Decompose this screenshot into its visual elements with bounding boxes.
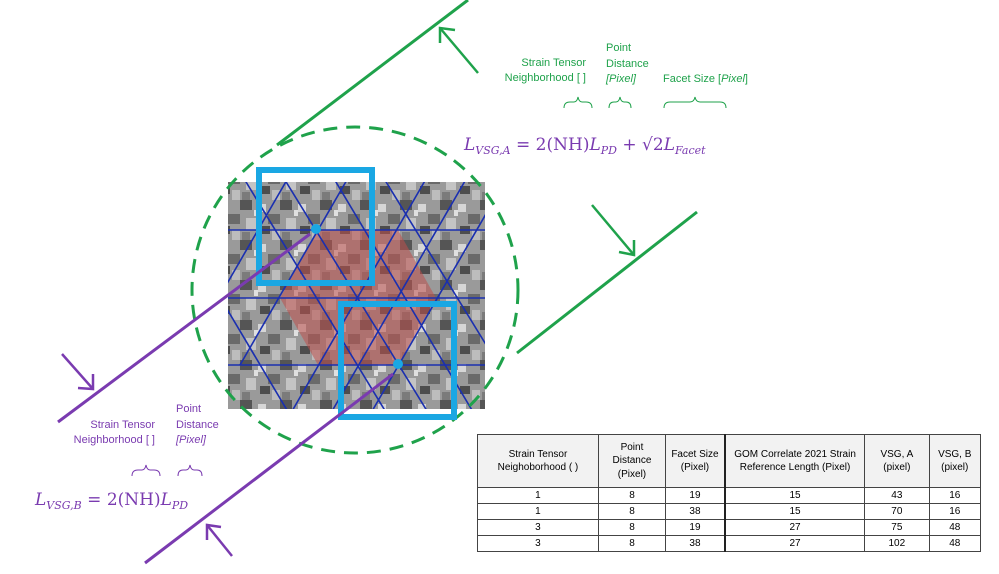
- cell-point-distance: 8: [597, 535, 667, 552]
- cell-vsg-a: 70: [864, 503, 930, 520]
- braces-b: [131, 464, 203, 477]
- cell-gom-reference-length: 27: [723, 519, 866, 536]
- table-row: 1 8 19 15 43 16: [477, 487, 981, 504]
- vsg-a-dimension-line-top: [276, 0, 469, 147]
- cell-facet-size: 38: [665, 503, 726, 520]
- cell-vsg-a: 43: [864, 487, 930, 504]
- label-b-pd-line3: [Pixel]: [175, 434, 207, 446]
- green-arrow-bottom: [591, 204, 636, 257]
- vsg-a-dimension-line-bottom: [516, 210, 698, 355]
- table-row: 3 8 19 27 75 48: [477, 519, 981, 536]
- cell-facet-size: 19: [665, 487, 726, 504]
- table-row: 1 8 38 15 70 16: [477, 503, 981, 520]
- cell-facet-size: 19: [665, 519, 726, 536]
- cell-vsg-b: 16: [928, 503, 981, 520]
- label-a-pd-line3: [Pixel]: [605, 73, 637, 85]
- vsg-b-dimension-line-bottom: [144, 372, 394, 565]
- vsg-dashed-circle: [190, 125, 520, 455]
- equation-vsg-a: LVSG,A = 2(NH)LPD + √2LFacet: [463, 135, 706, 157]
- label-a-pd-line2: Distance: [606, 58, 649, 70]
- cell-facet-size: 38: [665, 535, 726, 552]
- cell-vsg-b: 48: [928, 535, 981, 552]
- table-row: 3 8 38 27 102 48: [477, 535, 981, 552]
- label-b-pd-line1: Point: [176, 403, 201, 415]
- label-a-pd-line1: Point: [606, 42, 631, 54]
- cell-point-distance: 8: [597, 487, 667, 504]
- label-b-pd-line2: Distance: [176, 419, 219, 431]
- label-a-nh-line2: Neighborhood [ ]: [505, 72, 586, 84]
- cell-vsg-b: 48: [928, 519, 981, 536]
- cell-vsg-a: 102: [864, 535, 930, 552]
- cell-gom-reference-length: 15: [723, 503, 866, 520]
- header-vsg-a: VSG, A(pixel): [864, 434, 930, 488]
- purple-arrow-top: [61, 353, 95, 391]
- cell-vsg-b: 16: [928, 487, 981, 504]
- cell-point-distance: 8: [597, 503, 667, 520]
- facet-center-dot-top: [311, 224, 321, 234]
- facet-square-bottom: [338, 301, 457, 420]
- cell-nh: 3: [477, 519, 599, 536]
- cell-gom-reference-length: 15: [723, 487, 866, 504]
- cell-gom-reference-length: 27: [723, 535, 866, 552]
- facet-square-top: [256, 167, 375, 286]
- cell-vsg-a: 75: [864, 519, 930, 536]
- header-vsg-b: VSG, B(pixel): [928, 434, 981, 488]
- green-arrow-top: [438, 26, 479, 74]
- label-group-b: Strain Tensor Neighborhood [ ] Point Dis…: [74, 403, 219, 446]
- cell-nh: 1: [477, 487, 599, 504]
- cell-nh: 3: [477, 535, 599, 552]
- label-b-nh-line1: Strain Tensor: [90, 419, 155, 431]
- facet-center-dot-bottom: [393, 359, 403, 369]
- label-b-nh-line2: Neighborhood [ ]: [74, 434, 155, 446]
- braces-a: [563, 96, 727, 109]
- cell-nh: 1: [477, 503, 599, 520]
- label-group-a: Strain Tensor Neighborhood [ ] Point Dis…: [505, 42, 748, 85]
- vsg-b-dimension-line-top: [57, 232, 311, 424]
- purple-arrow-bottom: [205, 523, 233, 557]
- header-facet-size: Facet Size(Pixel): [665, 434, 726, 488]
- equation-vsg-b: LVSG,B = 2(NH)LPD: [34, 490, 188, 512]
- label-a-facet: Facet Size [Pixel]: [663, 73, 748, 85]
- label-a-nh-line1: Strain Tensor: [521, 57, 586, 69]
- cell-point-distance: 8: [597, 519, 667, 536]
